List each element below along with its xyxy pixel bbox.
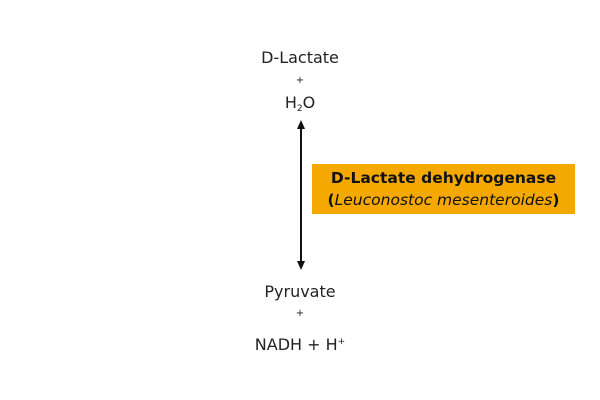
arrow-head-up [297,120,305,129]
enzyme-label-box: D-Lactate dehydrogenase (Leuconostoc mes… [312,164,575,214]
paren-close: ) [552,191,560,209]
product-pyruvate: Pyruvate [264,282,336,301]
plus-sign: + [295,75,305,86]
water-o: O [302,93,316,112]
substrate-water: H2O [200,93,400,119]
enzyme-organism: Leuconostoc mesenteroides [334,191,553,209]
water-h: H [284,93,297,112]
proton-superscript: + [337,337,346,347]
water-subscript: 2 [296,104,303,114]
paren-open: ( [327,191,335,209]
enzyme-name: D-Lactate dehydrogenase [330,169,557,187]
nadh-text: NADH + H [254,335,338,354]
plus-sign: + [295,308,305,319]
arrow-head-down [297,261,305,270]
product-nadh: NADH + H+ [200,332,400,355]
reversible-reaction-arrow [297,120,305,270]
substrate-d-lactate: D-Lactate [261,48,339,67]
